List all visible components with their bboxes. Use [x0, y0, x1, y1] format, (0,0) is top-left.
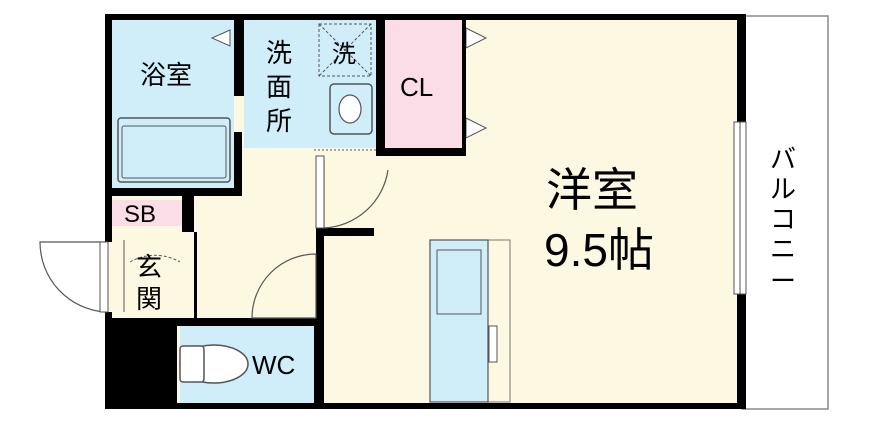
- shoe-box: [112, 200, 182, 226]
- room-door-swing: [323, 160, 389, 229]
- wall-bottom: [105, 403, 746, 409]
- washroom-label-1: 洗: [266, 38, 292, 68]
- main-room-size: 9.5帖: [544, 224, 654, 276]
- wall-left-upper: [105, 14, 112, 242]
- bathtub: [117, 117, 231, 183]
- toilet-label: WC: [252, 350, 295, 380]
- washer-diag-2: [318, 23, 372, 77]
- washroom-label-2: 面: [266, 72, 292, 102]
- entrance-wall-block: [107, 318, 177, 408]
- wall-bath-bottom: [112, 188, 242, 196]
- wall-top: [105, 14, 746, 20]
- wall-room-left: [316, 228, 324, 326]
- toilet-tank: [179, 345, 205, 383]
- wall-closet-bottom: [376, 148, 464, 156]
- bath-door-mark: [210, 29, 231, 47]
- closet-label: CL: [400, 72, 433, 102]
- entrance-inner-swing: [129, 254, 181, 263]
- wall-toilet-top: [177, 318, 324, 326]
- balcony-label-4: ニ: [770, 234, 796, 264]
- stove-area: [488, 325, 498, 363]
- toilet-door-swing: [251, 253, 317, 319]
- room-door-leaf: [315, 155, 325, 229]
- sink-bowl: [436, 249, 482, 315]
- main-room-label: 洋室: [546, 164, 638, 216]
- balcony-outline: [741, 15, 829, 410]
- wall-room-stub: [316, 228, 374, 236]
- entrance-door-swing: [39, 241, 106, 313]
- entrance-area: [112, 232, 194, 316]
- wall-bath-right-2: [234, 132, 242, 192]
- bathtub-inner: [121, 125, 227, 179]
- wall-washroom-closet: [376, 20, 385, 156]
- balcony-label-5: ー: [770, 266, 796, 296]
- wall-entrance-right: [194, 232, 197, 318]
- entrance-door-leaf: [99, 241, 109, 313]
- washer-label: 洗: [332, 41, 356, 68]
- shoe-box-label: SB: [124, 201, 156, 228]
- balcony-label-2: ル: [770, 174, 796, 204]
- wall-closet-right: [462, 20, 466, 156]
- washroom-label-3: 所: [266, 106, 292, 136]
- wall-bath-right: [234, 20, 244, 96]
- wall-left-lower: [105, 312, 112, 409]
- closet: [385, 20, 463, 148]
- entrance-label-2: 関: [136, 284, 162, 314]
- wall-sb-right: [182, 196, 194, 232]
- basin-bowl: [338, 94, 362, 124]
- wall-toilet-right: [314, 318, 324, 404]
- balcony-label-1: バ: [770, 144, 796, 174]
- bath-label: 浴室: [140, 60, 192, 90]
- entrance-label-1: 玄: [136, 252, 162, 282]
- balcony-label-3: コ: [770, 204, 796, 234]
